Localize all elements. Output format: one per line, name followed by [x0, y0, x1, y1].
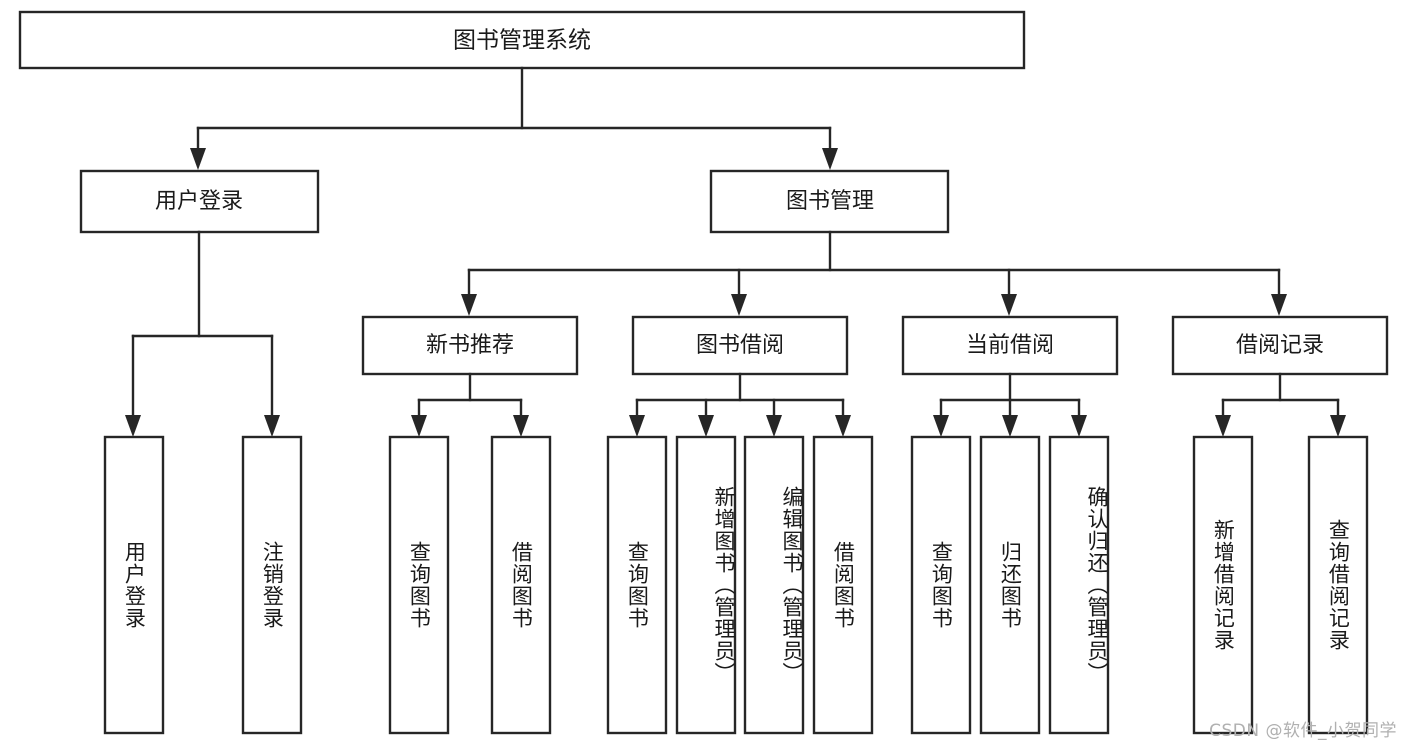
arrow-head-book-mgmt — [822, 148, 838, 170]
leaf-node-borrow-book-1-rect[interactable] — [490, 435, 552, 735]
leaf-node-borrow-book-2[interactable] — [812, 435, 874, 735]
arrow-head-leaf-confirm-return — [1071, 415, 1087, 437]
arrow-head-leaf-user-login — [125, 415, 141, 437]
node-root[interactable]: 图书管理系统 — [18, 10, 1026, 70]
arrow-head-borrow — [731, 294, 747, 316]
leaf-node-add-record[interactable] — [1192, 435, 1254, 735]
leaf-node-logout[interactable] — [241, 435, 303, 735]
arrow-head-leaf-query-record — [1330, 415, 1346, 437]
leaf-node-query-book-2-rect[interactable] — [606, 435, 668, 735]
leaf-node-query-book-1[interactable] — [388, 435, 450, 735]
arrow-head-leaf-borrow-2 — [835, 415, 851, 437]
leaf-node-confirm-return-rect[interactable] — [1048, 435, 1110, 735]
leaf-node-edit-book[interactable] — [743, 435, 805, 735]
arrow-head-leaf-logout — [264, 415, 280, 437]
node-new-book-recommend-rect[interactable] — [361, 315, 579, 376]
connector-book-mgmt-to-level3 — [461, 230, 1287, 316]
node-user-login-label: 用户登录 — [155, 189, 243, 214]
leaf-node-logout-rect[interactable] — [241, 435, 303, 735]
node-book-borrow-rect[interactable] — [631, 315, 849, 376]
node-root-rect[interactable] — [18, 10, 1026, 70]
node-current-borrow[interactable]: 当前借阅 — [901, 315, 1119, 376]
node-current-borrow-rect[interactable] — [901, 315, 1119, 376]
arrow-head-leaf-query-1 — [411, 415, 427, 437]
node-book-borrow-label: 图书借阅 — [696, 333, 784, 358]
leaf-node-query-book-2[interactable] — [606, 435, 668, 735]
leaf-node-return-book-rect[interactable] — [979, 435, 1041, 735]
connector-borrow-record-to-leaves — [1215, 372, 1346, 437]
leaf-node-add-record-rect[interactable] — [1192, 435, 1254, 735]
leaf-node-return-book[interactable] — [979, 435, 1041, 735]
node-new-book-recommend[interactable]: 新书推荐 — [361, 315, 579, 376]
arrow-head-borrow-record — [1271, 294, 1287, 316]
leaf-node-user-login-rect[interactable] — [103, 435, 165, 735]
leaf-node-borrow-book-1[interactable] — [490, 435, 552, 735]
leaf-node-query-record-rect[interactable] — [1307, 435, 1369, 735]
leaf-node-query-book-3-rect[interactable] — [910, 435, 972, 735]
node-borrow-record[interactable]: 借阅记录 — [1171, 315, 1389, 376]
node-new-book-recommend-label: 新书推荐 — [426, 333, 514, 358]
arrow-head-current-borrow — [1001, 294, 1017, 316]
arrow-head-user-login — [190, 148, 206, 170]
leaf-node-confirm-return[interactable] — [1048, 435, 1110, 735]
leaf-node-edit-book-rect[interactable] — [743, 435, 805, 735]
connector-user-login-to-leaves — [125, 230, 280, 437]
arrow-head-leaf-add-record — [1215, 415, 1231, 437]
node-borrow-record-label: 借阅记录 — [1236, 333, 1324, 358]
leaf-node-query-book-1-rect[interactable] — [388, 435, 450, 735]
arrow-head-leaf-borrow-1 — [513, 415, 529, 437]
node-borrow-record-rect[interactable] — [1171, 315, 1389, 376]
node-book-management[interactable]: 图书管理 — [709, 169, 950, 234]
arrow-head-new-book — [461, 294, 477, 316]
leaf-node-borrow-book-2-rect[interactable] — [812, 435, 874, 735]
connector-book-borrow-to-leaves — [629, 372, 851, 437]
node-book-management-label: 图书管理 — [786, 189, 874, 214]
arrow-head-leaf-query-2 — [629, 415, 645, 437]
node-user-login[interactable]: 用户登录 — [79, 169, 320, 234]
leaf-node-user-login[interactable] — [103, 435, 165, 735]
leaf-node-query-book-3[interactable] — [910, 435, 972, 735]
leaf-node-add-book-rect[interactable] — [675, 435, 737, 735]
csdn-watermark: CSDN @软件_小贺同学 — [1209, 721, 1397, 741]
leaf-node-query-record[interactable] — [1307, 435, 1369, 735]
connector-current-borrow-to-leaves — [933, 372, 1087, 437]
arrow-head-leaf-add-book — [698, 415, 714, 437]
leaf-node-add-book[interactable] — [675, 435, 737, 735]
node-root-label: 图书管理系统 — [453, 28, 591, 54]
connector-new-book-to-leaves — [411, 372, 529, 437]
arrow-head-leaf-query-3 — [933, 415, 949, 437]
arrow-head-leaf-edit-book — [766, 415, 782, 437]
node-current-borrow-label: 当前借阅 — [966, 333, 1054, 358]
arrow-head-leaf-return-book — [1002, 415, 1018, 437]
node-book-borrow[interactable]: 图书借阅 — [631, 315, 849, 376]
connector-root-to-level2 — [190, 66, 838, 170]
node-book-management-rect[interactable] — [709, 169, 950, 234]
